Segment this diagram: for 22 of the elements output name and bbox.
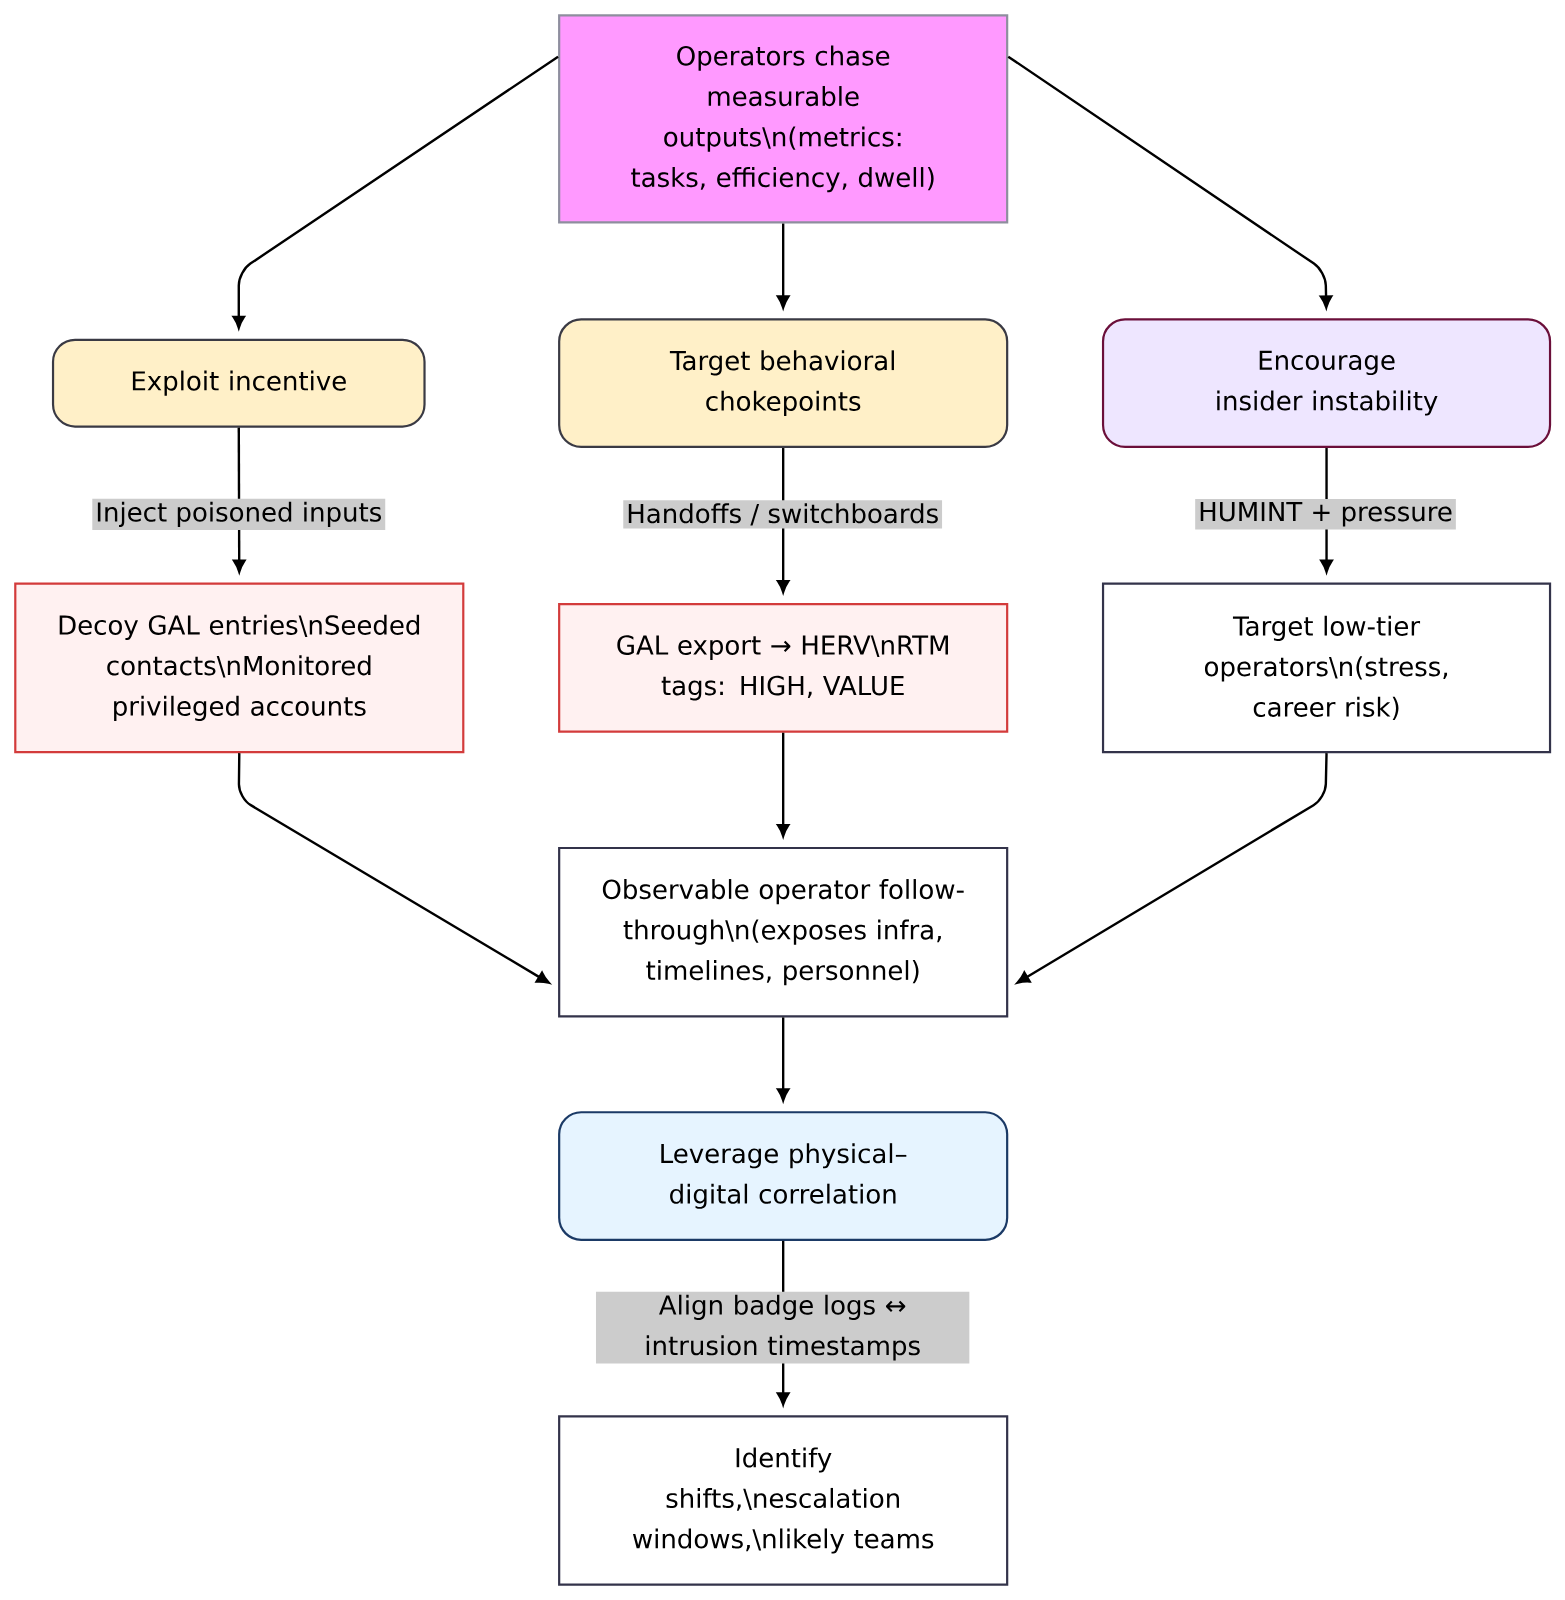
edge-label: Inject poisoned inputs [92,498,386,530]
process-box: Identify shifts,\nescalation windows,\nlikely teams [557,1415,1009,1586]
process-box: Operators chase measurable outputs\n(metrics: tasks, efficiency, dwell) [557,14,1009,224]
process-box: Observable operator follow-through\n(exposes infra, timelines, personnel) [557,846,1009,1018]
edge-label: HUMINT + pressure [1195,499,1456,530]
arrow [776,1017,790,1102]
arrow [1016,753,1328,984]
arrow [232,55,559,329]
arrow [776,223,790,309]
rounded-box: Encourage insider instability [1101,318,1551,449]
arrow [237,753,550,984]
edge-label: Align badge logs ↔ intrusion timestamps [595,1291,970,1364]
process-box: Target low-tier operators\n(stress, career risk) [1101,582,1551,754]
rounded-box: Target behavioral chokepoints [557,318,1009,449]
arrow [776,732,790,838]
arrow [776,448,790,594]
rounded-box: Leverage physical–digital correlation [557,1111,1009,1241]
process-box: Decoy GAL entries\nSeeded contacts\nMonitored privileged accounts [14,582,465,754]
process-box: GAL export → HERV\nRTM tags: HIGH, VALUE [557,603,1009,733]
edge-label: Handoffs / switchboards [623,500,942,529]
arrow [1007,55,1333,309]
rounded-box: Exploit incentive [51,338,426,428]
